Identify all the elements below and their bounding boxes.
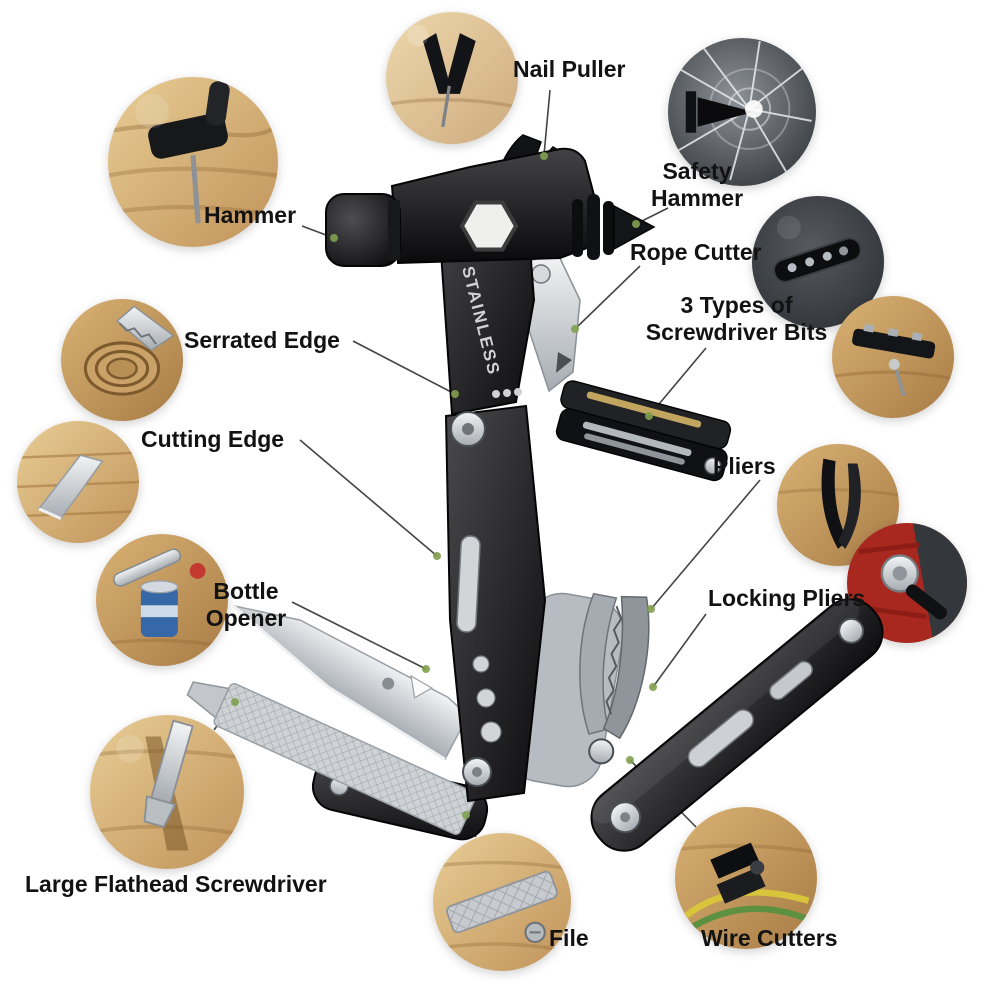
label-locking-pliers: Locking Pliers	[708, 585, 866, 611]
mini-wire-green	[678, 905, 813, 938]
mini-flathead-icon	[143, 719, 194, 829]
handle-lower	[444, 404, 547, 803]
bit-silver	[582, 421, 692, 457]
leader-bottle	[291, 601, 427, 670]
file-photo-art	[433, 833, 571, 971]
hammer-strike-face	[325, 193, 401, 267]
mini-hammer-icon	[148, 81, 230, 159]
left-handle-scale	[311, 755, 489, 841]
leader-locking	[652, 613, 707, 688]
rope-cutter-tool	[523, 253, 581, 393]
hammer-head	[390, 147, 596, 265]
pivot-screw	[450, 411, 486, 447]
label-wire-cutters: Wire Cutters	[701, 925, 838, 951]
mini-pliers-jaw-left	[821, 458, 848, 549]
label-safety-hammer: Safety Hammer	[650, 158, 744, 212]
flathead-tip	[186, 681, 230, 719]
label-bottle-opener: Bottle Opener	[205, 578, 287, 632]
pliers-jaws	[579, 592, 650, 765]
flathead-photo-art	[90, 715, 244, 869]
bottle-opener-photo-art	[96, 534, 228, 666]
label-pliers: Pliers	[713, 453, 776, 479]
mini-bit-bar-icon	[772, 237, 862, 283]
bits-use-photo-art	[832, 296, 954, 418]
cutting-edge-detail-photo	[17, 421, 139, 543]
bottle-opener-notch	[410, 674, 434, 699]
leader-hammer	[301, 225, 335, 239]
pliers-body	[505, 592, 625, 788]
bit-dark	[584, 433, 685, 465]
bit-brass	[586, 391, 702, 428]
nail-puller-claw	[494, 134, 575, 199]
leader-bits	[648, 347, 707, 417]
hammer-photo-art	[108, 77, 278, 247]
serrated-photo-art	[61, 299, 183, 421]
hammer-detail-photo	[108, 77, 278, 247]
leader-cutting	[299, 439, 438, 557]
label-file: File	[549, 925, 589, 951]
leader-file	[465, 814, 477, 838]
leader-rope-cutter	[574, 265, 641, 330]
label-screwdriver-bits: 3 Types of Screwdriver Bits	[645, 292, 828, 346]
leader-nail-puller	[543, 89, 551, 156]
rope-cutter-hook	[556, 352, 572, 373]
nail-puller-photo-art	[386, 12, 518, 144]
locking-pliers-detail-photo	[847, 523, 967, 643]
handle-upper	[434, 167, 536, 447]
locking-pliers-photo-art	[847, 523, 967, 643]
nail-puller-detail-photo	[386, 12, 518, 144]
leader-flathead	[213, 701, 236, 731]
safety-hammer-photo-art	[668, 38, 816, 186]
mini-spike-icon	[697, 97, 754, 127]
file-detail-photo	[433, 833, 571, 971]
handle-screw	[462, 757, 492, 787]
label-large-flathead-screwdriver: Large Flathead Screwdriver	[25, 871, 327, 897]
label-cutting-edge: Cutting Edge	[141, 426, 285, 452]
serrated-edge-detail-photo	[61, 299, 183, 421]
mini-spike-base	[685, 91, 697, 133]
label-hammer: Hammer	[204, 202, 297, 228]
mini-opener-icon	[113, 548, 181, 587]
mini-file-icon	[446, 870, 558, 934]
bottle-opener-detail-photo	[96, 534, 228, 666]
mini-lock-handle	[905, 584, 947, 620]
label-nail-puller: Nail Puller	[513, 56, 626, 82]
leader-dots	[231, 152, 657, 819]
label-rope-cutter: Rope Cutter	[630, 239, 762, 265]
cutting-photo-art	[17, 421, 139, 543]
bits-holder-photo-art	[752, 196, 884, 328]
screwdriver-bits-holder	[555, 380, 732, 482]
safety-hammer-detail-photo	[668, 38, 816, 186]
leader-serrated	[352, 340, 456, 395]
mini-pliers-jaw-right	[838, 463, 861, 549]
pliers-pivot-screw	[588, 738, 615, 765]
engraving-text: STAINLESS	[458, 264, 504, 377]
mini-bit-strip-icon	[852, 323, 936, 359]
mini-claw-icon	[422, 33, 476, 94]
mini-blade-corner	[115, 305, 175, 352]
bits-use-detail-photo	[832, 296, 954, 418]
bits-holder-detail-photo	[752, 196, 884, 328]
label-serrated-edge: Serrated Edge	[184, 327, 340, 353]
leader-wire	[629, 759, 697, 828]
hex-wrench-hole	[459, 200, 519, 252]
flathead-detail-photo	[90, 715, 244, 869]
